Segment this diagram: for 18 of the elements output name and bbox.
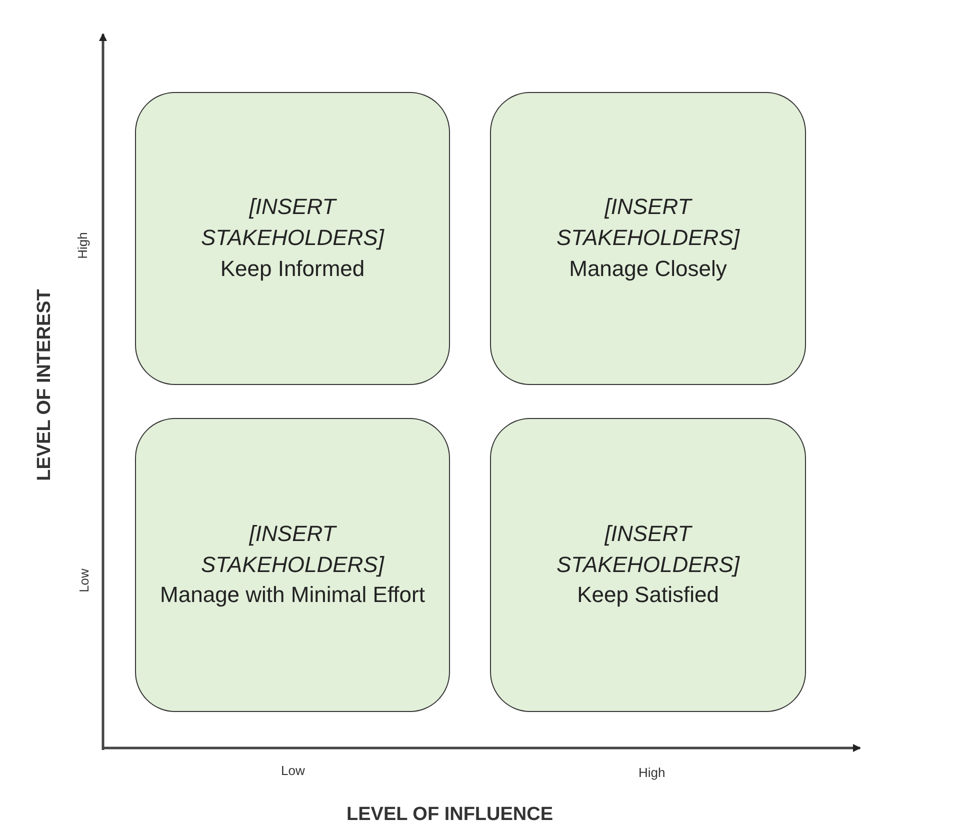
axis-tick-label: Low — [76, 568, 92, 592]
axis-tick-label: Low — [281, 762, 305, 778]
quadrant-box — [135, 418, 450, 712]
strategy-text: Keep Satisfied — [577, 581, 719, 610]
axis-title: LEVEL OF INTEREST — [34, 289, 56, 481]
axis-title: LEVEL OF INFLUENCE — [346, 804, 554, 826]
axis-tick-label: High — [638, 764, 666, 780]
strategy-text: Manage with Minimal Effort — [160, 581, 425, 610]
strategy-text: Manage Closely — [569, 254, 727, 283]
placeholder-text: [INSERT STAKEHOLDERS] — [556, 520, 741, 579]
strategy-text: Keep Informed — [220, 254, 365, 283]
placeholder-text: [INSERT STAKEHOLDERS] — [200, 193, 386, 252]
quadrant-box — [490, 418, 806, 712]
quadrant-box — [135, 92, 450, 385]
placeholder-text: [INSERT STAKEHOLDERS] — [200, 520, 386, 579]
quadrant-box — [490, 92, 806, 385]
placeholder-text: [INSERT STAKEHOLDERS] — [556, 193, 741, 252]
axis-tick-label: High — [74, 232, 90, 258]
